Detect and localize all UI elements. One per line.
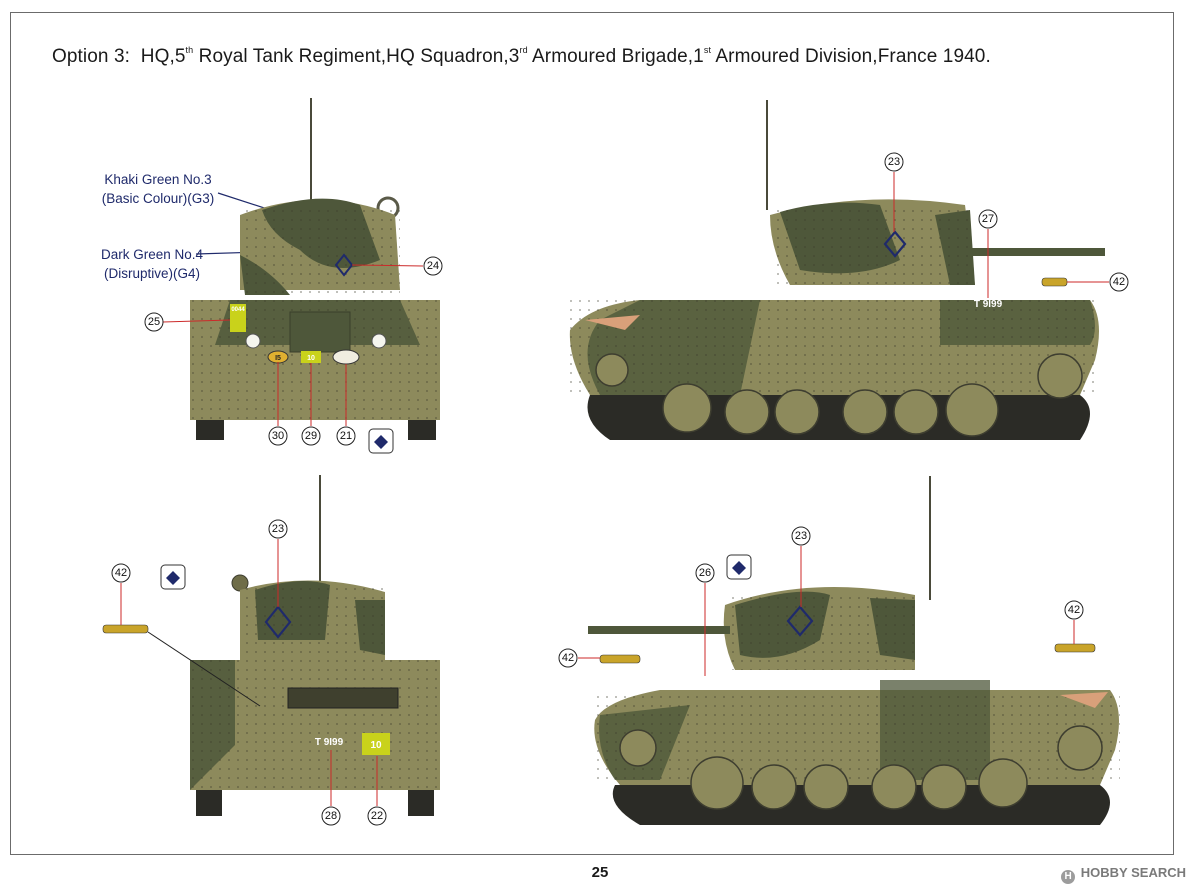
svg-text:22: 22 bbox=[371, 810, 383, 822]
decal-symbol-icon bbox=[160, 564, 186, 590]
option-label: Option 3: bbox=[52, 46, 131, 67]
svg-text:23: 23 bbox=[795, 530, 807, 542]
rear-tactical-number-decal: 10 bbox=[370, 740, 382, 751]
svg-text:42: 42 bbox=[1113, 276, 1125, 288]
callout-25: 25 bbox=[144, 312, 231, 332]
callout-42: 42 bbox=[558, 648, 600, 668]
front-plate-decal-2: 10 bbox=[307, 355, 315, 362]
paint-note-dark-green: Dark Green No.4 (Disruptive)(G4) bbox=[100, 247, 204, 281]
right-side-registration-decal: T 9I99 bbox=[974, 299, 1003, 310]
callout-23: 23 bbox=[884, 152, 904, 232]
right-side-view-tank: T 9I99 bbox=[569, 100, 1105, 440]
callout-42: 42 bbox=[111, 563, 131, 625]
front-hull-number-decal: 0044 bbox=[231, 307, 245, 313]
page-number: 25 bbox=[591, 864, 609, 881]
callout-24: 24 bbox=[351, 256, 443, 276]
paint-note-khaki: Khaki Green No.3 (Basic Colour)(G3) bbox=[101, 172, 215, 206]
svg-text:23: 23 bbox=[888, 156, 900, 168]
svg-text:27: 27 bbox=[982, 213, 994, 225]
svg-text:30: 30 bbox=[272, 430, 284, 442]
callout-22: 22 bbox=[367, 756, 387, 826]
left-side-view-tank: T9I99 bbox=[588, 476, 1120, 825]
callout-27: 27 bbox=[978, 209, 998, 298]
front-view-tank: 0044 I5 10 bbox=[190, 98, 440, 440]
svg-text:29: 29 bbox=[305, 430, 317, 442]
callout-42: 42 bbox=[1067, 272, 1129, 292]
svg-text:24: 24 bbox=[427, 260, 439, 272]
callout-29: 29 bbox=[301, 363, 321, 446]
callout-26: 26 bbox=[695, 563, 715, 676]
callout-21: 21 bbox=[336, 364, 356, 446]
svg-text:25: 25 bbox=[148, 316, 160, 328]
page-title: Option 3: HQ,5th Royal Tank Regiment,HQ … bbox=[52, 45, 991, 67]
svg-text:21: 21 bbox=[340, 430, 352, 442]
left-side-registration-decal: T9I99 bbox=[686, 678, 712, 689]
svg-text:26: 26 bbox=[699, 567, 711, 579]
svg-text:42: 42 bbox=[115, 567, 127, 579]
svg-text:28: 28 bbox=[325, 810, 337, 822]
callout-42: 42 bbox=[1064, 600, 1084, 644]
svg-text:42: 42 bbox=[1068, 604, 1080, 616]
front-plate-decal-1: I5 bbox=[275, 355, 281, 362]
callout-23: 23 bbox=[791, 526, 811, 607]
svg-text:42: 42 bbox=[562, 652, 574, 664]
brand-watermark: H HOBBY SEARCH bbox=[1061, 865, 1186, 884]
brand-logo-icon: H bbox=[1061, 870, 1076, 884]
decal-symbol-icon bbox=[368, 428, 394, 454]
svg-text:23: 23 bbox=[272, 523, 284, 535]
rear-registration-decal: T 9I99 bbox=[315, 737, 344, 748]
callout-30: 30 bbox=[268, 362, 288, 446]
callout-28: 28 bbox=[321, 750, 341, 826]
callout-23: 23 bbox=[268, 519, 288, 607]
decal-symbol-icon bbox=[726, 554, 752, 580]
